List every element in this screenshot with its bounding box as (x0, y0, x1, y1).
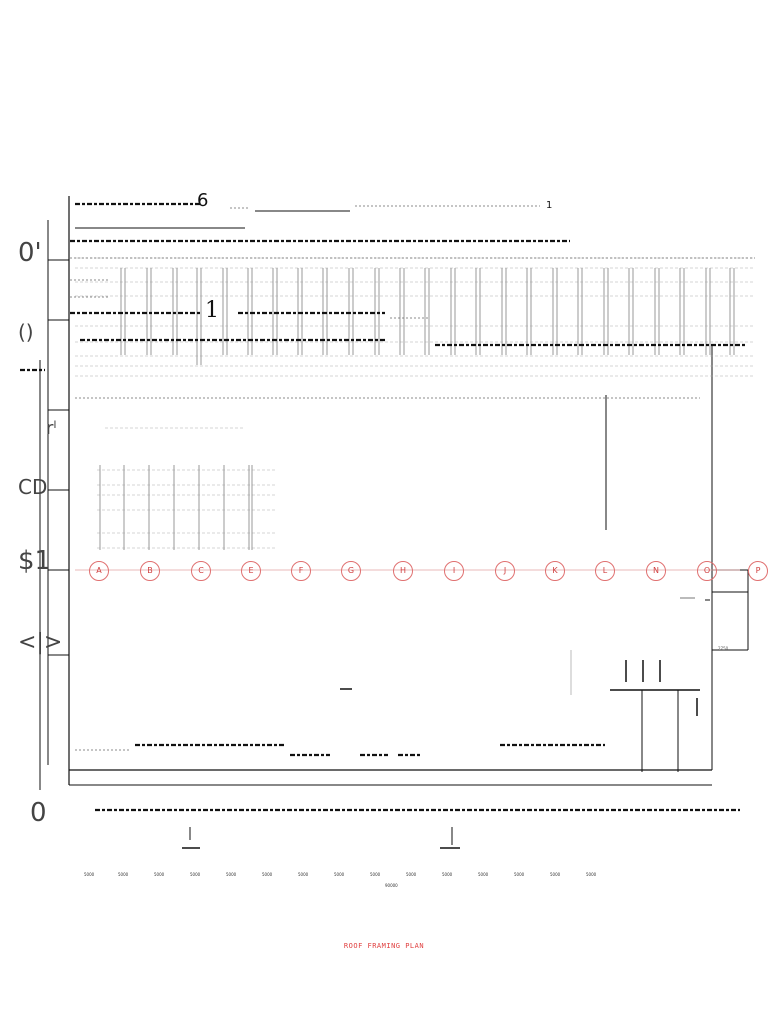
dimension-6: 5000 (262, 872, 273, 877)
dimension-7: 5000 (298, 872, 309, 877)
side-note: 2750 (718, 646, 729, 651)
dimension-2: 5000 (118, 872, 129, 877)
grid-bubble-f: F (291, 561, 311, 581)
grid-bubble-n: N (646, 561, 666, 581)
grid-bubble-e: E (241, 561, 261, 581)
left-label-1: 0' (18, 238, 42, 268)
left-label-3: rˡ (46, 418, 57, 439)
dimension-10: 5000 (406, 872, 417, 877)
top-mark-1b: 1 (546, 200, 553, 211)
top-mark-1a: 1 (205, 298, 219, 323)
dimension-4: 5000 (190, 872, 201, 877)
grid-bubble-j: J (495, 561, 515, 581)
dimension-9: 5000 (370, 872, 381, 877)
left-label-7: 0 (30, 798, 47, 828)
grid-bubble-l: L (595, 561, 615, 581)
grid-bubble-k: K (545, 561, 565, 581)
plan-title: ROOF FRAMING PLAN (343, 942, 425, 950)
grid-bubble-h: H (393, 561, 413, 581)
dimension-12: 5000 (478, 872, 489, 877)
grid-bubble-i: I (444, 561, 464, 581)
grid-bubble-c: C (191, 561, 211, 581)
dimension-3: 5000 (154, 872, 165, 877)
dimension-1: 5000 (84, 872, 95, 877)
dimension-14: 5000 (550, 872, 561, 877)
dimension-5: 5000 (226, 872, 237, 877)
overall-dimension: 90000 (385, 883, 398, 888)
grid-bubble-p: P (748, 561, 768, 581)
grid-bubble-b: B (140, 561, 160, 581)
dimension-8: 5000 (334, 872, 345, 877)
grid-bubble-a: A (89, 561, 109, 581)
left-label-4: CD (18, 475, 48, 499)
dimension-15: 5000 (586, 872, 597, 877)
left-label-5: $1 (18, 546, 52, 576)
top-mark-6: 6 (197, 190, 209, 211)
dimension-11: 5000 (442, 872, 453, 877)
left-label-2: () (18, 320, 34, 344)
left-label-6: <|> (18, 630, 63, 655)
grid-bubble-g: G (341, 561, 361, 581)
dimension-13: 5000 (514, 872, 525, 877)
grid-bubble-o: O (697, 561, 717, 581)
